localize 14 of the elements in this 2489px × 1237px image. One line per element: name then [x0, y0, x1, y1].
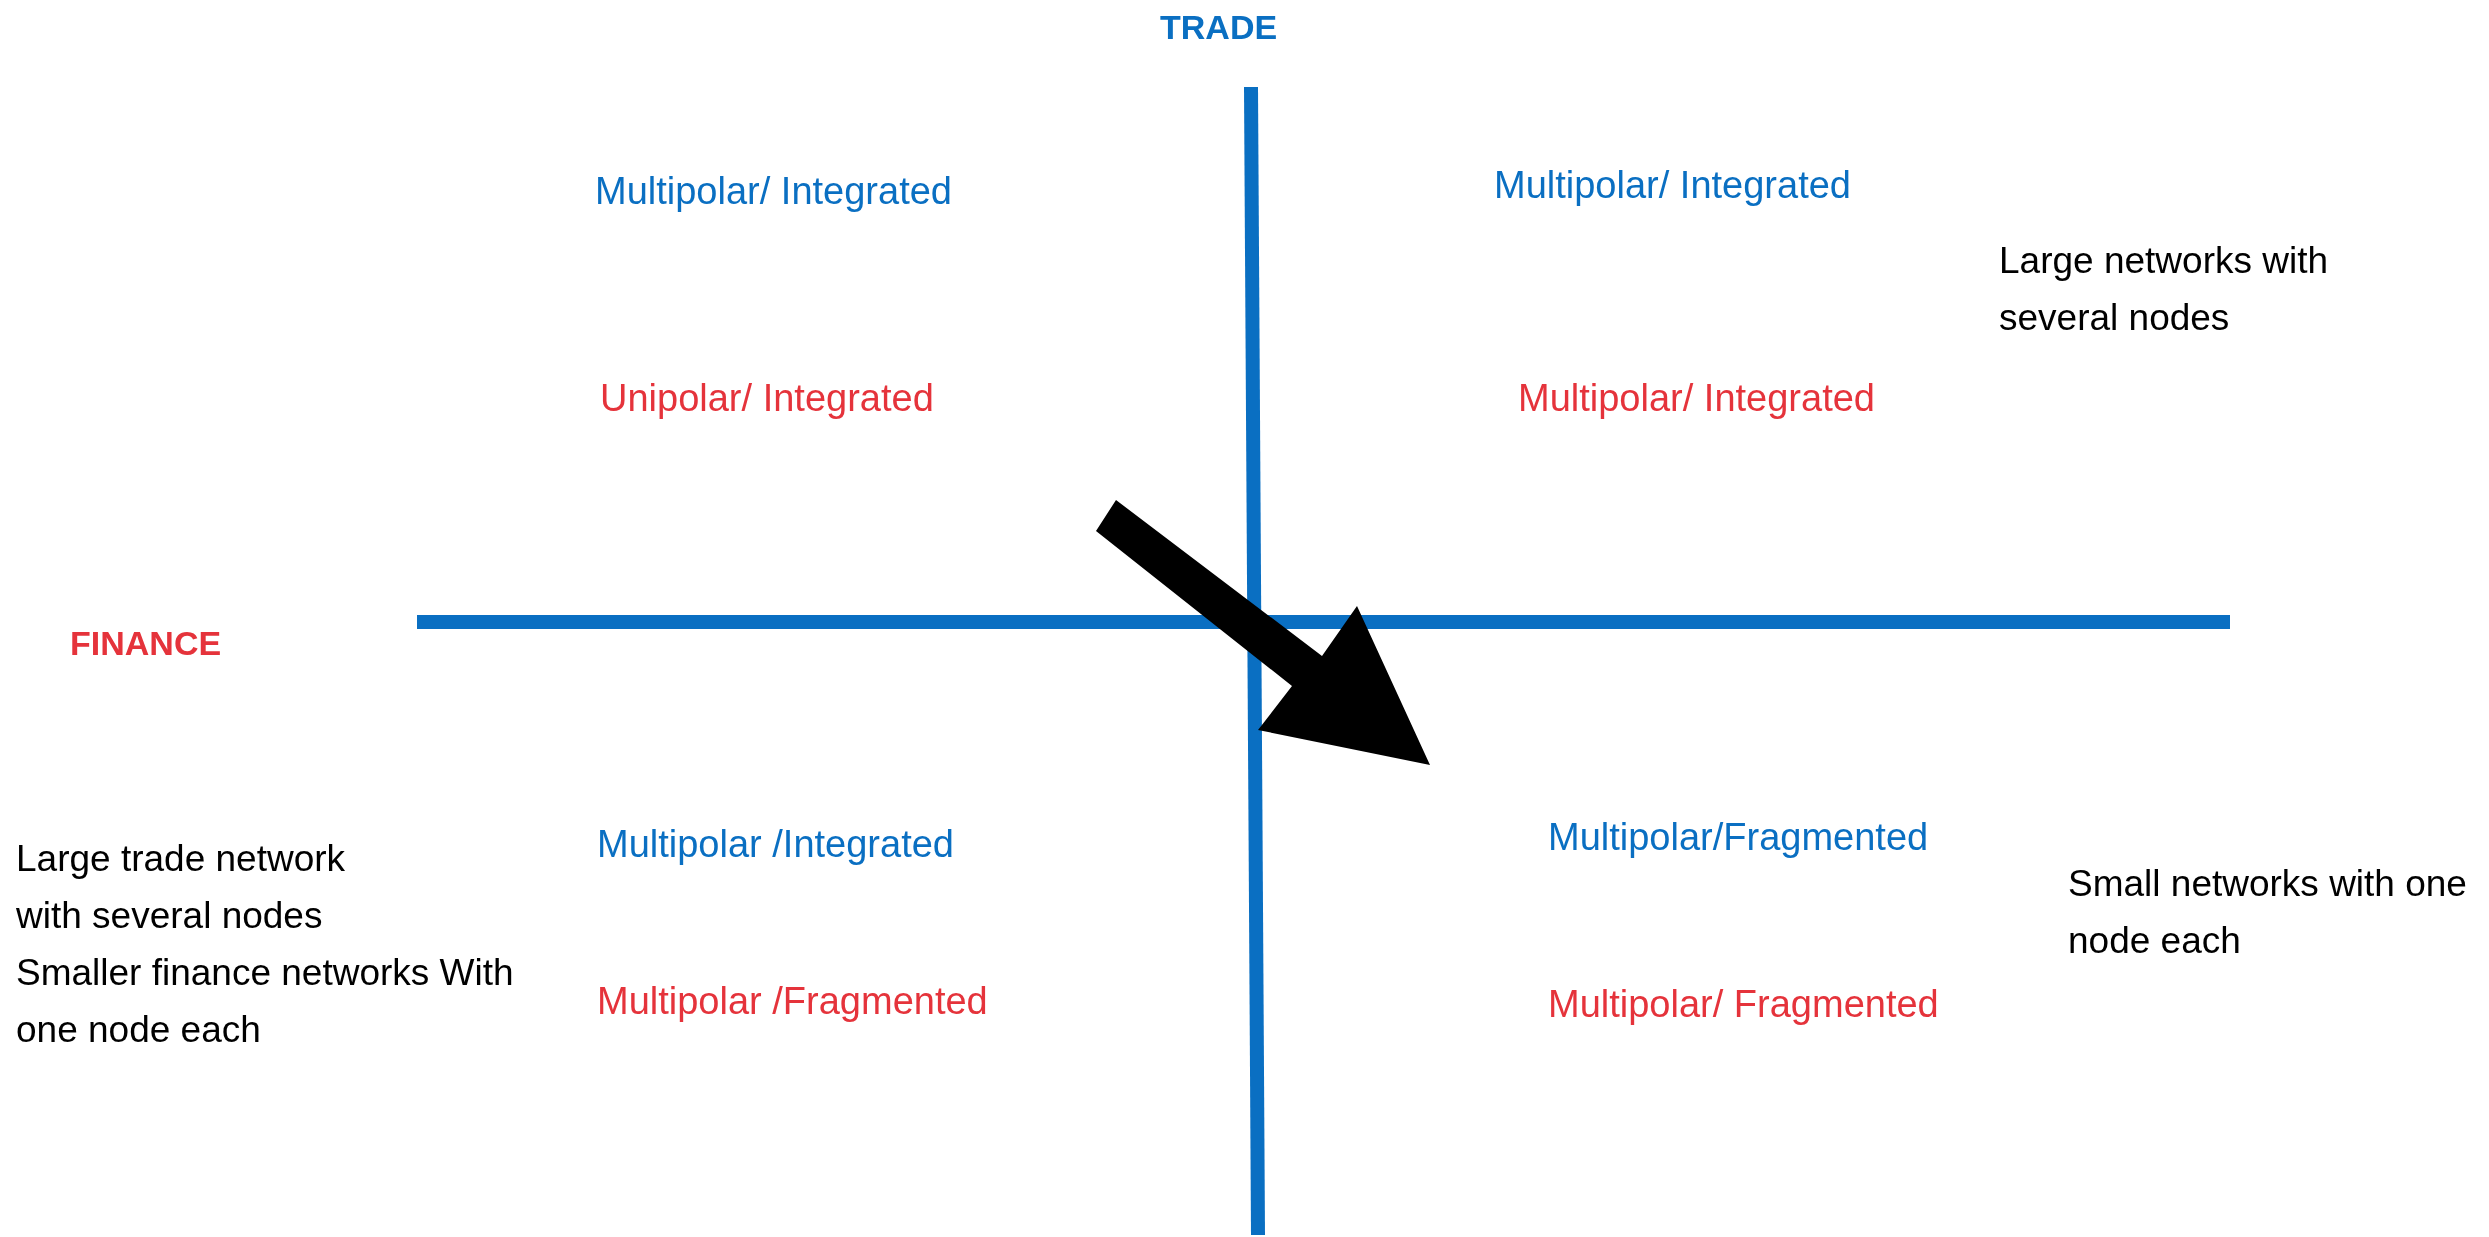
axis-title: FINANCE	[70, 623, 223, 664]
quadrant-label: Unipolar/ Integrated	[600, 376, 935, 421]
quadrant-label: Multipolar /Integrated	[597, 822, 955, 867]
quadrant-note: Small networks with one node each	[2068, 862, 2468, 963]
axis-title: TRADE	[1160, 7, 1279, 48]
quadrant-label: Multipolar/Fragmented	[1548, 815, 1930, 860]
quadrant-label: Multipolar/ Integrated	[1494, 163, 1852, 208]
quadrant-note: Large trade network with several nodes	[16, 837, 347, 938]
quadrant-label: Multipolar/ Integrated	[595, 169, 953, 214]
quadrant-label: Multipolar/ Integrated	[1518, 376, 1876, 421]
quadrant-note: Smaller finance networks With one node each	[16, 951, 515, 1052]
quadrant-label: Multipolar /Fragmented	[597, 979, 989, 1024]
quadrant-note: Large networks with several nodes	[1999, 239, 2330, 340]
quadrant-label: Multipolar/ Fragmented	[1548, 982, 1940, 1027]
